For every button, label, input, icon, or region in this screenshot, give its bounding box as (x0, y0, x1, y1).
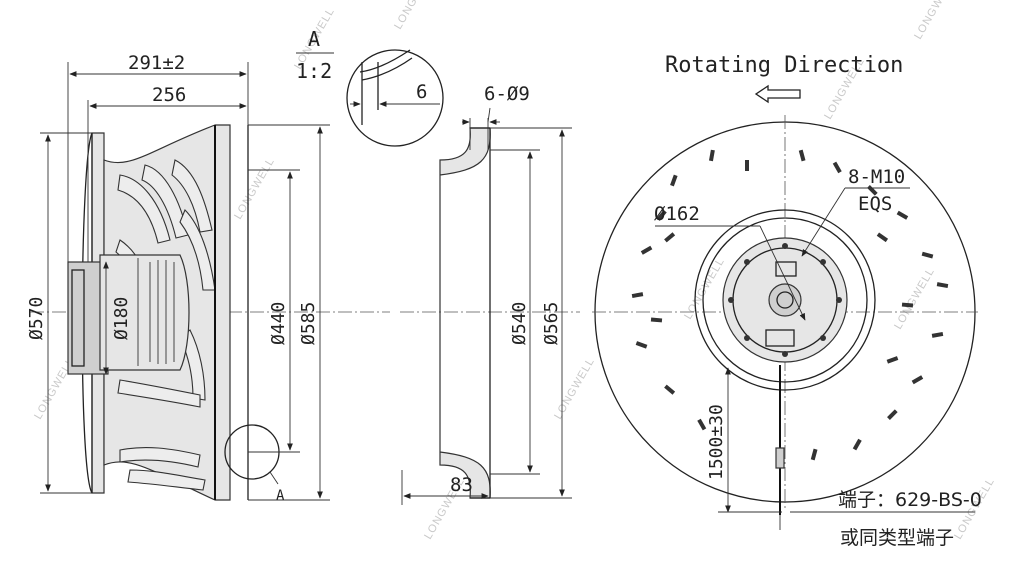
motor-body (99, 254, 190, 371)
rotation-arrow-icon (754, 84, 801, 104)
leader (759, 225, 806, 321)
motor-cap (71, 269, 85, 367)
shaft (768, 283, 802, 317)
dim-ring-outer: Ø565 (541, 302, 562, 345)
hub-ring (702, 217, 868, 383)
dim-impeller-dia: Ø585 (298, 302, 319, 345)
cable-sleeve (775, 447, 785, 469)
detail-thickness: 6 (416, 81, 427, 103)
terminal-label: 端子：629-BS-0 (838, 489, 982, 511)
hub-ring-outer (694, 209, 876, 391)
side-view: A 291±2 256 Ø570 Ø180 Ø440 Ø585 (26, 52, 390, 504)
dim-holes: 6-Ø9 (484, 83, 530, 105)
rotating-direction-title: Rotating Direction (665, 53, 903, 78)
motor-fins (137, 258, 175, 366)
label-plate (775, 261, 797, 277)
detail-label: A (308, 27, 320, 51)
detail-a-leader (269, 471, 279, 485)
watermark-text: LONGWELL (552, 356, 597, 422)
watermark-text: LONGWELL (392, 0, 437, 31)
dim-length: 256 (152, 84, 186, 106)
leader (801, 187, 846, 257)
detail-view: A 1:2 6 (296, 27, 444, 147)
detail-scale: 1:2 (296, 59, 332, 83)
front-view: Rotating Direction (592, 53, 982, 549)
terminal-box (765, 329, 795, 347)
watermark-text: LONGWELL (232, 156, 277, 222)
dim-inlet-dia: Ø440 (268, 302, 289, 345)
dim-thread-depth: EQS (858, 193, 892, 215)
dim-cable-length: 1500±30 (706, 404, 727, 480)
shaft-center (776, 291, 794, 309)
blade-slots (631, 149, 949, 461)
detail-profile (361, 57, 413, 81)
detail-a-marker: A (276, 488, 285, 504)
inlet-ring-profile (439, 127, 491, 499)
bolt-holes (728, 243, 842, 357)
inlet-ring-view: 6-Ø9 Ø540 Ø565 83 (400, 83, 580, 505)
dim-motor-dia: Ø180 (111, 297, 132, 340)
dim-overall-length: 291±2 (128, 52, 185, 74)
detail-profile (359, 49, 411, 73)
dim-hub-dia: Ø162 (654, 203, 700, 225)
terminal-alt: 或同类型端子 (840, 527, 954, 549)
leader (487, 107, 491, 123)
detail-circle (346, 49, 444, 147)
dim-depth: 83 (450, 474, 473, 496)
dim-ring-inner: Ø540 (509, 302, 530, 345)
dim-outer-dia: Ø570 (26, 297, 47, 340)
watermark-text: LONGWELL (892, 266, 937, 332)
dim-thread: 8-M10 (848, 166, 905, 188)
watermark-text: LONGWELL (912, 0, 957, 41)
